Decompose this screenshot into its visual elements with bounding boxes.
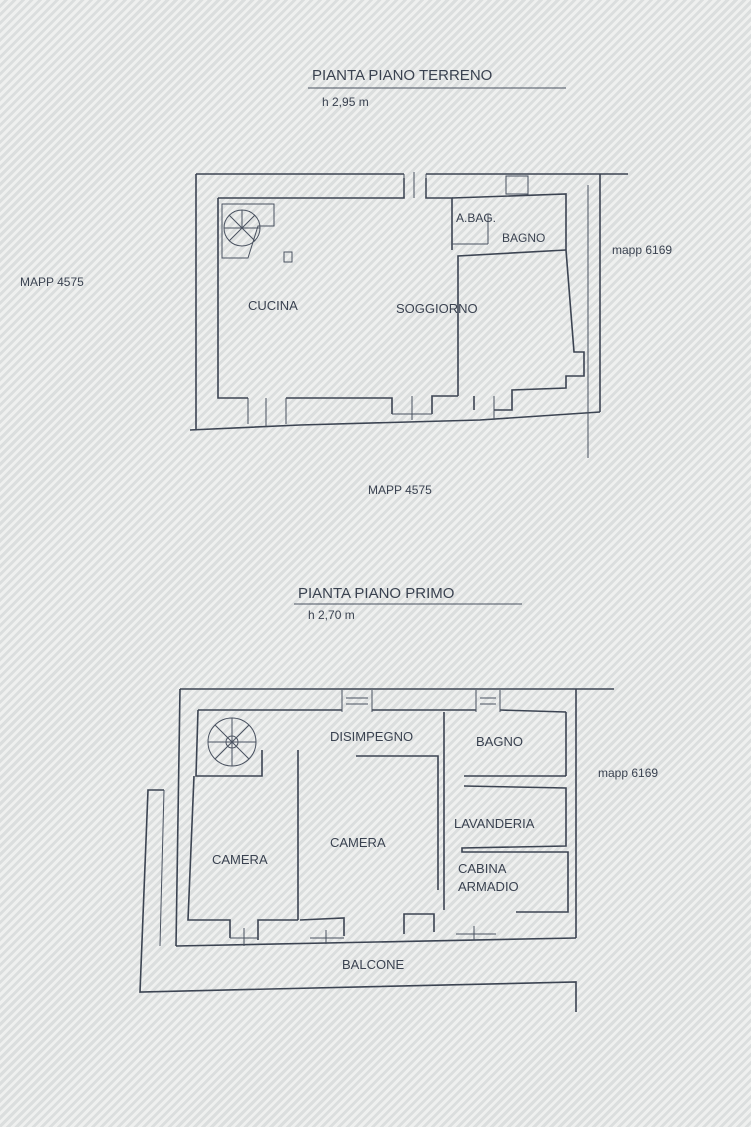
- ground-room-soggiorno: SOGGIORNO: [396, 301, 478, 316]
- first-outer-wall-left: [175, 688, 181, 947]
- ground-antibagno-wall: [452, 214, 489, 245]
- first-room-camera-left: CAMERA: [212, 852, 268, 867]
- first-floor-height: h 2,70 m: [308, 608, 355, 622]
- ground-inner-wall-right: [451, 193, 585, 411]
- ground-inner-wall-bottom: [286, 395, 458, 414]
- first-room-disimpegno: DISIMPEGNO: [330, 729, 413, 744]
- ground-floor-plan: PIANTA PIANO TERRENO h 2,95 m CUCINA: [20, 67, 672, 497]
- first-floor-plan: PIANTA PIANO PRIMO h 2,70 m: [139, 585, 658, 1012]
- first-window-top-right: [475, 690, 501, 712]
- first-room-armadio: ARMADIO: [458, 879, 519, 894]
- first-partition-disimpegno: [356, 755, 439, 890]
- ground-neighbor-bottom: MAPP 4575: [368, 483, 432, 497]
- first-spiral-stair: [207, 717, 257, 767]
- first-neighbor-right: mapp 6169: [598, 766, 658, 780]
- ground-chimney: [283, 251, 293, 263]
- ground-inner-wall-left: [217, 198, 248, 399]
- first-inner-wall-top: [198, 709, 567, 713]
- first-room-camera-center: CAMERA: [330, 835, 386, 850]
- first-stair-well: [195, 709, 263, 777]
- first-service-rooms: [461, 775, 569, 913]
- first-window-bottom-right: [456, 926, 496, 940]
- first-inner-wall-left: [187, 775, 231, 938]
- first-window-top-center: [341, 690, 373, 712]
- ground-floor-title: PIANTA PIANO TERRENO: [312, 67, 492, 84]
- ground-neighbor-right: mapp 6169: [612, 243, 672, 257]
- first-window-bottom-left: [230, 928, 258, 946]
- ground-floor-height: h 2,95 m: [322, 95, 369, 109]
- ground-door-top: [403, 172, 427, 198]
- ground-partition-bagno: [457, 249, 567, 396]
- first-window-bottom-center: [310, 930, 344, 944]
- ground-room-bagno: BAGNO: [502, 231, 545, 245]
- ground-room-cucina: CUCINA: [248, 298, 298, 313]
- first-floor-title: PIANTA PIANO PRIMO: [298, 585, 454, 602]
- first-room-bagno: BAGNO: [476, 734, 523, 749]
- first-outer-wall-bottom: [175, 937, 577, 947]
- ground-window-bottom-center: [392, 396, 432, 420]
- ground-neighbor-left: MAPP 4575: [20, 275, 84, 289]
- first-inner-wall-bottom: [299, 913, 435, 936]
- first-room-balcone: BALCONE: [342, 957, 404, 972]
- ground-window-top: [505, 175, 529, 195]
- first-balcony-outline: [139, 789, 577, 1012]
- ground-spiral-stair: [221, 203, 275, 259]
- first-balcony-inner: [159, 789, 165, 947]
- first-room-lavanderia: LAVANDERIA: [454, 816, 535, 831]
- first-partition-camera: [257, 750, 299, 940]
- ground-window-bottom-left: [247, 398, 287, 426]
- ground-outer-wall-bottom: [189, 411, 601, 431]
- first-room-cabina: CABINA: [458, 861, 507, 876]
- ground-room-antibagno: A.BAG.: [456, 211, 496, 225]
